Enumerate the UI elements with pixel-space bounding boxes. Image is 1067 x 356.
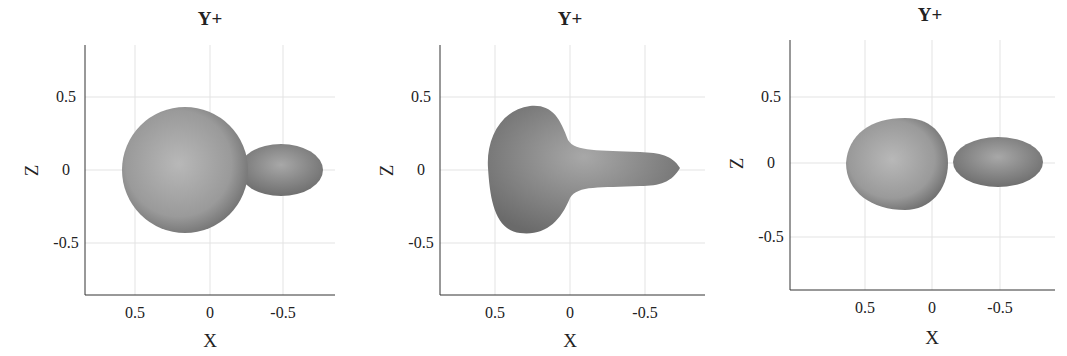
grid [85, 40, 1055, 295]
panel-title: Y+ [918, 5, 943, 24]
tick-label: 0.5 [855, 300, 875, 316]
body-shapes [122, 106, 1043, 234]
tick-label: -0.5 [632, 305, 657, 321]
axis-label: X [563, 331, 577, 350]
axis-label: Z [727, 157, 746, 169]
axis-label: Z [377, 164, 396, 176]
tick-label: 0 [62, 162, 70, 178]
tick-label: 0.5 [125, 305, 145, 321]
tick-label: -0.5 [758, 229, 783, 245]
tick-label: 0.5 [485, 305, 505, 321]
tick-label: 0 [206, 305, 214, 321]
tick-label: 0 [767, 155, 775, 171]
axis-label: Z [22, 164, 41, 176]
tick-label: 0 [928, 300, 936, 316]
tick-label: -0.5 [270, 305, 295, 321]
tick-label: 0.5 [411, 89, 431, 105]
tick-label: 0.5 [56, 89, 76, 105]
panel-title: Y+ [558, 9, 583, 28]
tick-label: 0 [417, 162, 425, 178]
axes [85, 40, 1055, 295]
panel-title: Y+ [198, 9, 223, 28]
tick-label: 0.5 [761, 89, 781, 105]
tick-label: -0.5 [53, 235, 78, 251]
tick-label: -0.5 [987, 300, 1012, 316]
axis-label: X [925, 328, 939, 347]
axis-label: X [203, 331, 217, 350]
tick-label: 0 [566, 305, 574, 321]
tick-label: -0.5 [408, 235, 433, 251]
